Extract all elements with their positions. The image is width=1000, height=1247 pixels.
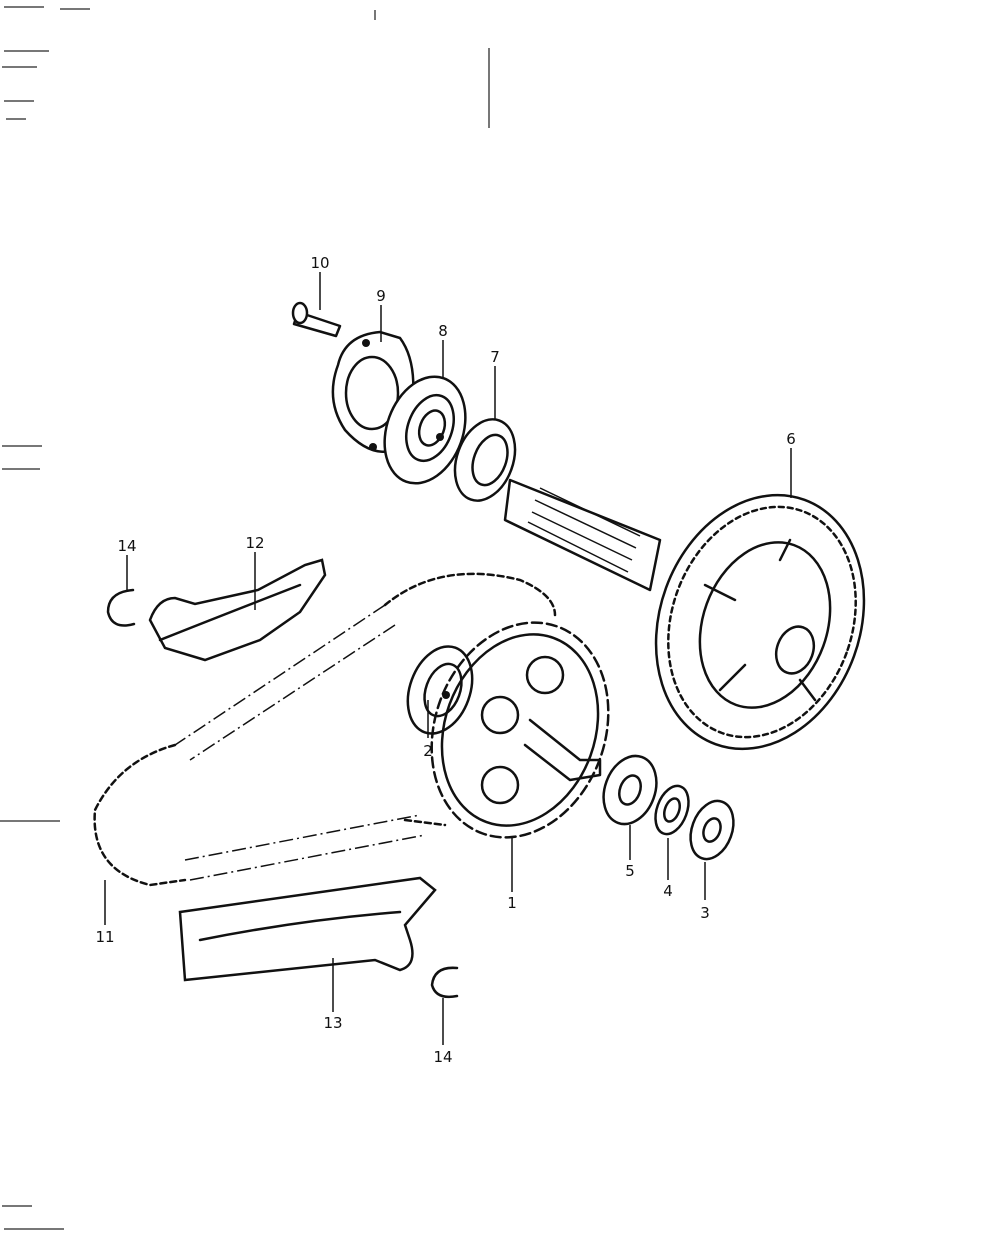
scan-noise xyxy=(0,6,490,1230)
callout-5: 5 xyxy=(625,862,635,880)
callout-7: 7 xyxy=(490,348,500,366)
part-3-washer xyxy=(689,799,735,861)
callout-2: 2 xyxy=(423,742,433,760)
part-11-drive-chain xyxy=(93,572,557,887)
part-14-clip-upper xyxy=(106,588,136,627)
part-12-chain-guide-upper xyxy=(148,558,327,662)
part-5-washer xyxy=(602,754,658,826)
part-7-oil-seal xyxy=(453,418,517,502)
part-4-washer xyxy=(654,784,690,836)
callout-4: 4 xyxy=(663,882,673,900)
part-10-bolt xyxy=(291,301,342,338)
callout-10: 10 xyxy=(310,254,329,272)
callout-11: 11 xyxy=(95,928,114,946)
part-6-shaft-gear xyxy=(503,478,866,751)
callout-9: 9 xyxy=(376,287,386,305)
callout-14-lower: 14 xyxy=(433,1048,452,1066)
callout-13: 13 xyxy=(323,1014,342,1032)
part-14-clip-lower xyxy=(430,966,459,999)
callout-12: 12 xyxy=(245,534,264,552)
part-1-sprocket xyxy=(430,621,610,839)
callout-8: 8 xyxy=(438,322,448,340)
part-2-bearing xyxy=(406,645,474,735)
callout-6: 6 xyxy=(786,430,796,448)
callout-14-upper: 14 xyxy=(117,537,136,555)
part-13-chain-guide-lower xyxy=(178,876,437,982)
callout-1: 1 xyxy=(507,894,517,912)
callout-labels: 10 9 8 7 6 14 12 2 1 5 4 3 11 13 14 xyxy=(95,254,795,1066)
leader-lines xyxy=(104,272,792,1045)
callout-3: 3 xyxy=(700,904,710,922)
